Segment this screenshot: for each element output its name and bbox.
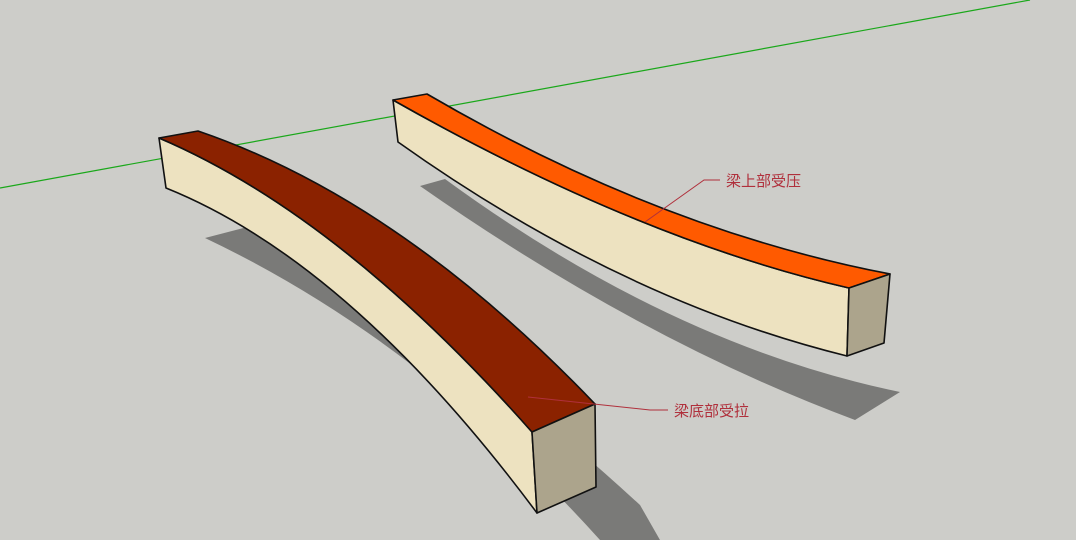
beam-compression-top xyxy=(392,93,900,420)
annotation-compression-leader xyxy=(644,179,720,223)
beam-tension-end-face xyxy=(531,403,597,514)
annotation-tension: 梁底部受拉 xyxy=(527,396,749,420)
annotation-tension-leader xyxy=(527,396,668,411)
annotation-compression: 梁上部受压 xyxy=(644,172,801,223)
annotation-compression-label: 梁上部受压 xyxy=(726,172,801,190)
beam-compression-shadow xyxy=(420,179,900,420)
annotation-tension-label: 梁底部受拉 xyxy=(674,402,749,420)
beam-compression-end-face xyxy=(846,273,891,357)
